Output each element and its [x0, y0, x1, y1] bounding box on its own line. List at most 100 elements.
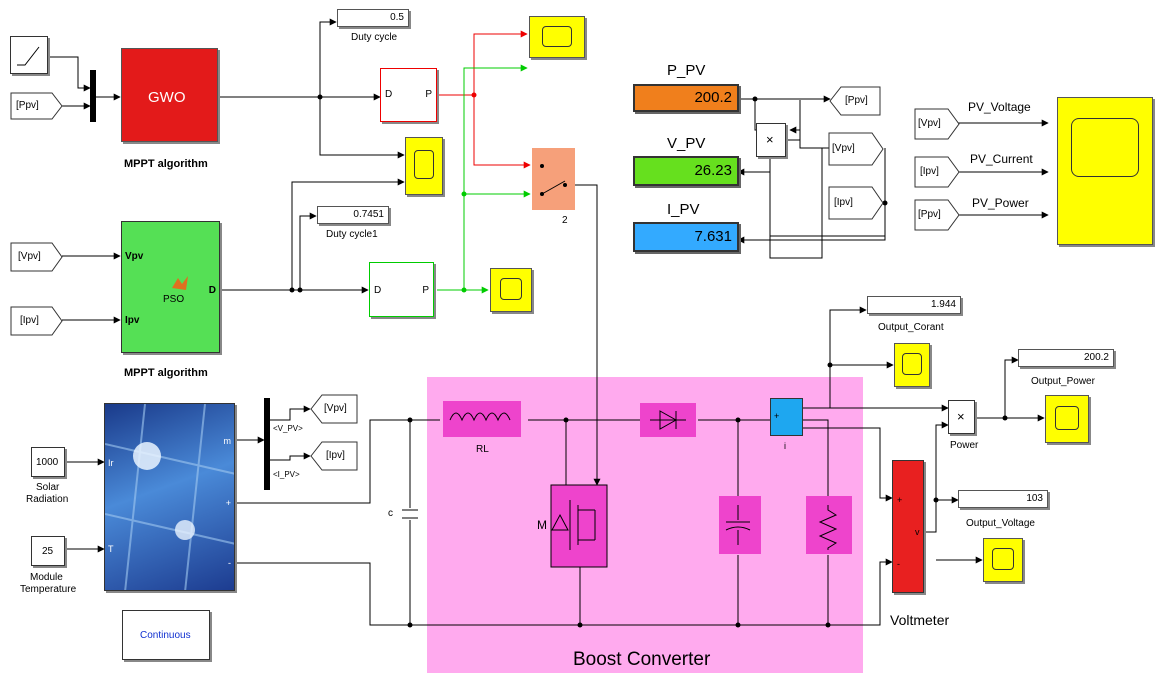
from-ipv-mid[interactable]: [Ipv]: [828, 186, 884, 223]
scope-pso-out[interactable]: [490, 268, 532, 312]
from-ppv-gwo-label: [Ppv]: [16, 100, 39, 111]
from-vpv-pso[interactable]: [Vpv]: [10, 242, 64, 275]
radiation-caption-1: Solar: [36, 482, 59, 493]
scope-corant[interactable]: [894, 343, 930, 387]
current-meas-label: i: [784, 441, 786, 451]
pv-port-ir: Ir: [108, 458, 114, 468]
from-ppv-scope[interactable]: [Ppv]: [914, 199, 960, 234]
module-temp-const[interactable]: 25: [31, 536, 65, 566]
diode-symbol: [640, 403, 696, 437]
from-vpv-scope-label: [Vpv]: [918, 118, 941, 129]
pv-scope-label-1: PV_Current: [970, 152, 1033, 166]
pv-array-block[interactable]: Ir T m + -: [104, 403, 235, 591]
scope-duty[interactable]: [405, 137, 443, 195]
vpv-display: 26.23: [633, 156, 739, 186]
ipv-title: I_PV: [667, 201, 700, 218]
mosfet-label: M: [537, 518, 547, 532]
pso-in-ipv: Ipv: [125, 315, 139, 326]
scope-screen-icon: [542, 26, 572, 47]
output-capacitor-symbol: [719, 496, 761, 554]
temp-caption-2: Temperature: [20, 584, 76, 595]
pv-product-sym: ×: [766, 132, 774, 147]
from-ppv-gwo[interactable]: [Ppv]: [10, 92, 64, 123]
duty-cycle1-caption: Duty cycle1: [326, 229, 378, 240]
matlab-icon: [170, 274, 190, 292]
pv-port-plus: +: [226, 498, 231, 508]
ipv-display: 7.631: [633, 222, 739, 252]
voltmeter-block[interactable]: v + -: [892, 460, 924, 593]
powergui-block[interactable]: Continuous: [122, 610, 210, 660]
output-corant-display: 1.944: [867, 296, 961, 314]
powergui-label: Continuous: [140, 630, 191, 641]
resistor-symbol: [806, 496, 852, 554]
from-ipv-pso[interactable]: [Ipv]: [10, 306, 64, 339]
output-corant-caption: Output_Corant: [878, 322, 944, 333]
pso-block[interactable]: Vpv Ipv D PSO: [121, 221, 220, 353]
from-ppv-scope-label: [Ppv]: [918, 209, 941, 220]
from-vpv-scope[interactable]: [Vpv]: [914, 108, 960, 143]
from-ipv-mid-label: [Ipv]: [834, 197, 853, 208]
mux-block[interactable]: [90, 70, 96, 122]
scope-screen-icon: [414, 150, 434, 179]
from-vpv-mid[interactable]: [Vpv]: [828, 132, 884, 169]
goto-ppv[interactable]: [Ppv]: [829, 86, 881, 119]
scope-screen-icon: [1071, 118, 1139, 176]
output-power-caption: Output_Power: [1031, 376, 1095, 387]
power-product-block[interactable]: ×: [948, 400, 975, 434]
current-plus: +: [774, 411, 779, 421]
inductor-symbol: [443, 401, 521, 437]
scope-screen-icon: [902, 353, 921, 375]
dp2-out: P: [422, 285, 429, 296]
vpv-title: V_PV: [667, 135, 705, 152]
pso-in-vpv: Vpv: [125, 251, 143, 262]
switch-block[interactable]: [532, 148, 575, 210]
dp-block-2[interactable]: D P: [369, 262, 434, 317]
goto-ipv-label: [Ipv]: [326, 450, 345, 461]
bus-label-i: <I_PV>: [273, 470, 300, 479]
scope-power[interactable]: [1045, 395, 1089, 443]
switch-icon: [532, 148, 575, 210]
scope-gwo-out[interactable]: [529, 16, 585, 58]
pso-caption: MPPT algorithm: [124, 367, 208, 379]
pv-product-block[interactable]: ×: [756, 123, 786, 157]
pv-port-minus: -: [228, 558, 231, 568]
ramp-source[interactable]: [10, 36, 48, 74]
voltmeter-minus: -: [897, 559, 900, 569]
dp1-out: P: [425, 89, 432, 100]
goto-ipv[interactable]: [Ipv]: [310, 441, 358, 474]
output-power-display: 200.2: [1018, 349, 1114, 367]
goto-vpv[interactable]: [Vpv]: [310, 394, 358, 427]
input-capacitor-symbol: [402, 485, 418, 540]
scope-voltage[interactable]: [983, 538, 1023, 582]
inductor-label: RL: [476, 444, 489, 455]
duty-cycle1-display: 0.7451: [317, 206, 389, 224]
pv-scope[interactable]: [1057, 97, 1153, 245]
input-capacitor-label: c: [388, 508, 393, 519]
switch-caption: 2: [562, 215, 568, 226]
dp2-in: D: [374, 285, 381, 296]
pso-label: PSO: [163, 294, 184, 305]
goto-vpv-label: [Vpv]: [324, 403, 347, 414]
pv-scope-label-0: PV_Voltage: [968, 100, 1031, 114]
from-ipv-scope[interactable]: [Ipv]: [914, 156, 960, 191]
voltmeter-label: Voltmeter: [890, 612, 949, 628]
pv-port-m: m: [224, 436, 232, 446]
scope-screen-icon: [1055, 406, 1079, 430]
power-caption: Power: [950, 440, 978, 451]
bus-selector[interactable]: [264, 398, 270, 490]
from-vpv-mid-label: [Vpv]: [832, 143, 855, 154]
gwo-block[interactable]: GWO: [121, 48, 218, 142]
pv-scope-label-2: PV_Power: [972, 196, 1029, 210]
output-voltage-display: 103: [958, 490, 1048, 508]
output-voltage-caption: Output_Voltage: [966, 518, 1035, 529]
bus-label-v: <V_PV>: [273, 424, 303, 433]
from-ipv-pso-label: [Ipv]: [20, 315, 39, 326]
scope-screen-icon: [500, 278, 522, 300]
radiation-value: 1000: [36, 457, 58, 468]
duty-cycle-display: 0.5: [337, 9, 409, 27]
current-measurement-block[interactable]: +: [770, 398, 803, 436]
goto-ppv-label: [Ppv]: [845, 95, 868, 106]
gwo-caption: MPPT algorithm: [124, 158, 208, 170]
dp-block-1[interactable]: D P: [380, 68, 437, 122]
solar-radiation-const[interactable]: 1000: [31, 447, 65, 477]
